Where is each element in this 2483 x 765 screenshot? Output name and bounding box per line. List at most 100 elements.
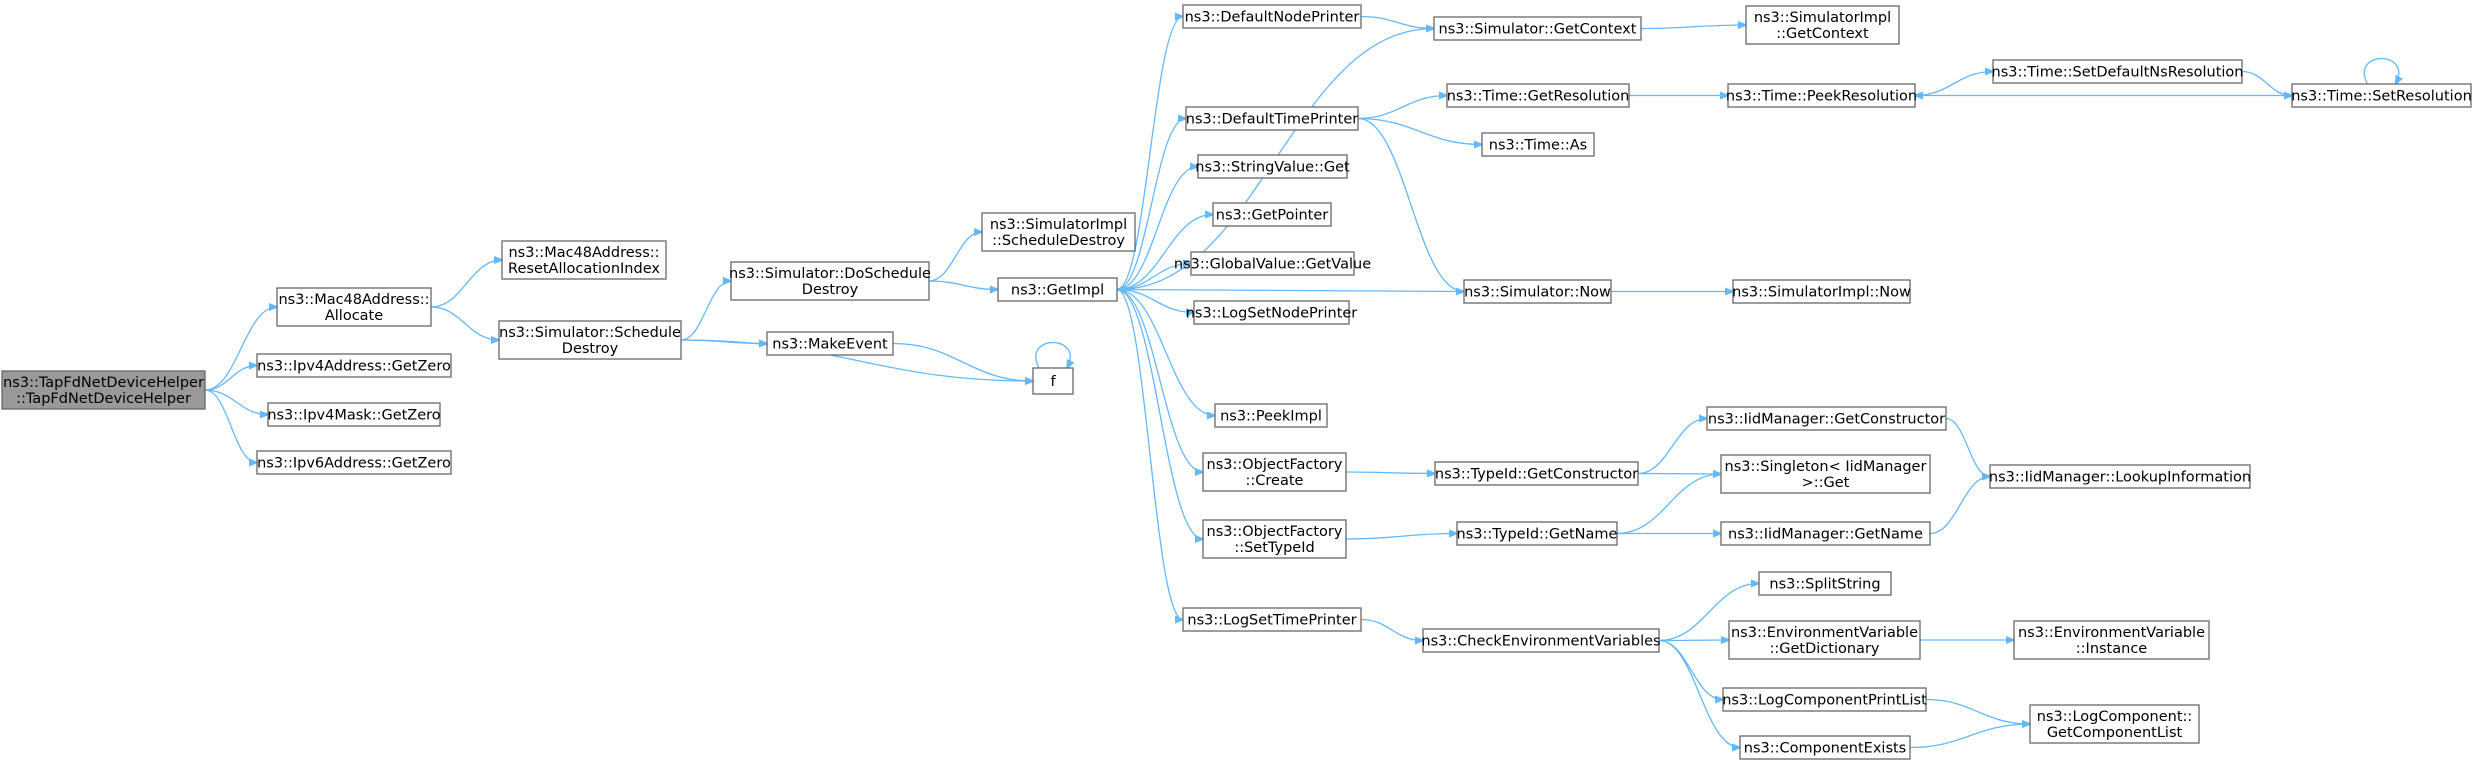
node-box[interactable] — [1720, 521, 1931, 546]
node-box[interactable] — [1202, 519, 1347, 559]
node-time-set-resolution[interactable]: ns3::Time::SetResolution — [2291, 83, 2472, 108]
node-ipv4addr-zero[interactable]: ns3::Ipv4Address::GetZero — [256, 353, 452, 378]
node-label: ns3::CheckEnvironmentVariables — [1421, 634, 1660, 650]
node-time-as[interactable]: ns3::Time::As — [1481, 132, 1595, 157]
node-box[interactable] — [2029, 704, 2200, 744]
node-default-node-printer[interactable]: ns3::DefaultNodePrinter — [1182, 4, 1362, 29]
node-box[interactable] — [2013, 620, 2210, 660]
node-box[interactable] — [981, 212, 1136, 252]
edge-log_comp_print_list-to-log_comp_get_list — [1925, 698, 2030, 725]
node-log-set-time-printer[interactable]: ns3::LogSetTimePrinter — [1182, 607, 1362, 632]
edge-sim_now-to-get_impl — [1117, 290, 1465, 292]
edge-iid_get_name-to-iid_lookup — [1929, 477, 1990, 535]
edge-root-to-mac_alloc — [204, 307, 277, 391]
node-sim-sched-destroy[interactable]: ns3::Simulator::ScheduleDestroy — [498, 320, 682, 360]
node-root[interactable]: ns3::TapFdNetDeviceHelper::TapFdNetDevic… — [1, 370, 206, 410]
node-time-set-default-ns[interactable]: ns3::Time::SetDefaultNsResolution — [1992, 59, 2244, 84]
node-label: ns3::Simulator::Schedule — [499, 325, 681, 341]
node-time-peek-resolution[interactable]: ns3::Time::PeekResolution — [1726, 83, 1917, 108]
node-split-string[interactable]: ns3::SplitString — [1758, 571, 1892, 596]
node-box[interactable] — [1732, 279, 1911, 304]
node-box[interactable] — [1989, 464, 2251, 489]
node-mac-alloc[interactable]: ns3::Mac48Address::Allocate — [276, 287, 432, 327]
node-get-impl[interactable]: ns3::GetImpl — [997, 277, 1118, 302]
node-box[interactable] — [1745, 5, 1900, 45]
node-string-value-get[interactable]: ns3::StringValue::Get — [1195, 154, 1350, 179]
node-box[interactable] — [1193, 300, 1350, 325]
node-simimpl-now[interactable]: ns3::SimulatorImpl::Now — [1732, 279, 1911, 304]
node-component-exists[interactable]: ns3::ComponentExists — [1739, 735, 1911, 760]
node-make-event[interactable]: ns3::MakeEvent — [766, 331, 894, 356]
node-box[interactable] — [1720, 454, 1931, 494]
node-box[interactable] — [1727, 83, 1916, 108]
node-box[interactable] — [730, 261, 930, 301]
node-box[interactable] — [1, 370, 206, 410]
edge-root-to-ipv6addr_zero — [204, 389, 257, 463]
node-box[interactable] — [256, 450, 452, 475]
node-log-set-node-printer[interactable]: ns3::LogSetNodePrinter — [1186, 300, 1358, 325]
node-box[interactable] — [1032, 367, 1074, 395]
node-iid-lookup[interactable]: ns3::IidManager::LookupInformation — [1989, 464, 2251, 489]
node-box[interactable] — [1422, 628, 1660, 653]
node-box[interactable] — [1728, 620, 1921, 660]
node-ipv4mask-zero[interactable]: ns3::Ipv4Mask::GetZero — [267, 402, 441, 427]
node-box[interactable] — [1197, 154, 1348, 179]
node-peek-impl[interactable]: ns3::PeekImpl — [1214, 403, 1328, 428]
node-typeid-get-constructor[interactable]: ns3::TypeId::GetConstructor — [1434, 461, 1639, 486]
node-box[interactable] — [1758, 571, 1892, 596]
node-box[interactable] — [766, 331, 894, 356]
node-box[interactable] — [1182, 607, 1362, 632]
node-box[interactable] — [276, 287, 432, 327]
node-simimpl-get-context[interactable]: ns3::SimulatorImpl::GetContext — [1745, 5, 1900, 45]
node-box[interactable] — [1463, 279, 1612, 304]
node-box[interactable] — [1992, 59, 2243, 84]
node-box[interactable] — [256, 353, 452, 378]
edge-get_impl-to-obj_factory_create — [1116, 288, 1203, 473]
node-f[interactable]: f — [1032, 367, 1074, 395]
node-box[interactable] — [501, 240, 667, 280]
node-box[interactable] — [267, 402, 441, 427]
node-box[interactable] — [1202, 452, 1347, 492]
node-sim-now[interactable]: ns3::Simulator::Now — [1463, 279, 1612, 304]
node-iid-get-name[interactable]: ns3::IidManager::GetName — [1720, 521, 1931, 546]
node-box[interactable] — [498, 320, 682, 360]
node-box[interactable] — [1481, 132, 1595, 157]
node-box[interactable] — [1706, 406, 1947, 431]
edge-make_event-to-f — [892, 342, 1033, 382]
node-box[interactable] — [1456, 521, 1618, 546]
edge-root-to-ipv4mask_zero — [204, 389, 268, 415]
node-mac-reset[interactable]: ns3::Mac48Address::ResetAllocationIndex — [501, 240, 667, 280]
node-simimpl-sched-destroy[interactable]: ns3::SimulatorImpl::ScheduleDestroy — [981, 212, 1136, 252]
node-box[interactable] — [1433, 16, 1642, 41]
node-typeid-get-name[interactable]: ns3::TypeId::GetName — [1456, 521, 1618, 546]
node-box[interactable] — [1434, 461, 1639, 486]
node-obj-factory-create[interactable]: ns3::ObjectFactory::Create — [1202, 452, 1347, 492]
node-box[interactable] — [1190, 251, 1355, 276]
node-singleton-get[interactable]: ns3::Singleton< IidManager>::Get — [1720, 454, 1931, 494]
edge-obj_factory_create-to-typeid_get_constructor — [1345, 472, 1435, 474]
node-time-get-resolution[interactable]: ns3::Time::GetResolution — [1446, 83, 1630, 108]
node-box[interactable] — [1446, 83, 1630, 108]
node-iid-get-constructor[interactable]: ns3::IidManager::GetConstructor — [1706, 406, 1947, 431]
node-check-env[interactable]: ns3::CheckEnvironmentVariables — [1421, 628, 1661, 653]
node-obj-factory-settypeid[interactable]: ns3::ObjectFactory::SetTypeId — [1202, 519, 1347, 559]
node-get-pointer[interactable]: ns3::GetPointer — [1212, 202, 1332, 227]
node-box[interactable] — [997, 277, 1118, 302]
edge-default_time_printer-to-time_get_resolution — [1357, 96, 1447, 120]
node-env-instance[interactable]: ns3::EnvironmentVariable::Instance — [2013, 620, 2210, 660]
node-box[interactable] — [1722, 687, 1927, 712]
node-log-comp-get-list[interactable]: ns3::LogComponent::GetComponentList — [2029, 704, 2200, 744]
node-box[interactable] — [1182, 4, 1362, 29]
node-log-comp-print-list[interactable]: ns3::LogComponentPrintList — [1722, 687, 1927, 712]
node-env-get-dict[interactable]: ns3::EnvironmentVariable::GetDictionary — [1728, 620, 1921, 660]
node-default-time-printer[interactable]: ns3::DefaultTimePrinter — [1185, 106, 1359, 131]
node-ipv6addr-zero[interactable]: ns3::Ipv6Address::GetZero — [256, 450, 452, 475]
node-global-value-get[interactable]: ns3::GlobalValue::GetValue — [1174, 251, 1371, 276]
node-box[interactable] — [1212, 202, 1332, 227]
node-box[interactable] — [1214, 403, 1328, 428]
node-sim-get-context[interactable]: ns3::Simulator::GetContext — [1433, 16, 1642, 41]
node-box[interactable] — [1185, 106, 1359, 131]
node-box[interactable] — [1739, 735, 1911, 760]
node-box[interactable] — [2291, 83, 2472, 108]
